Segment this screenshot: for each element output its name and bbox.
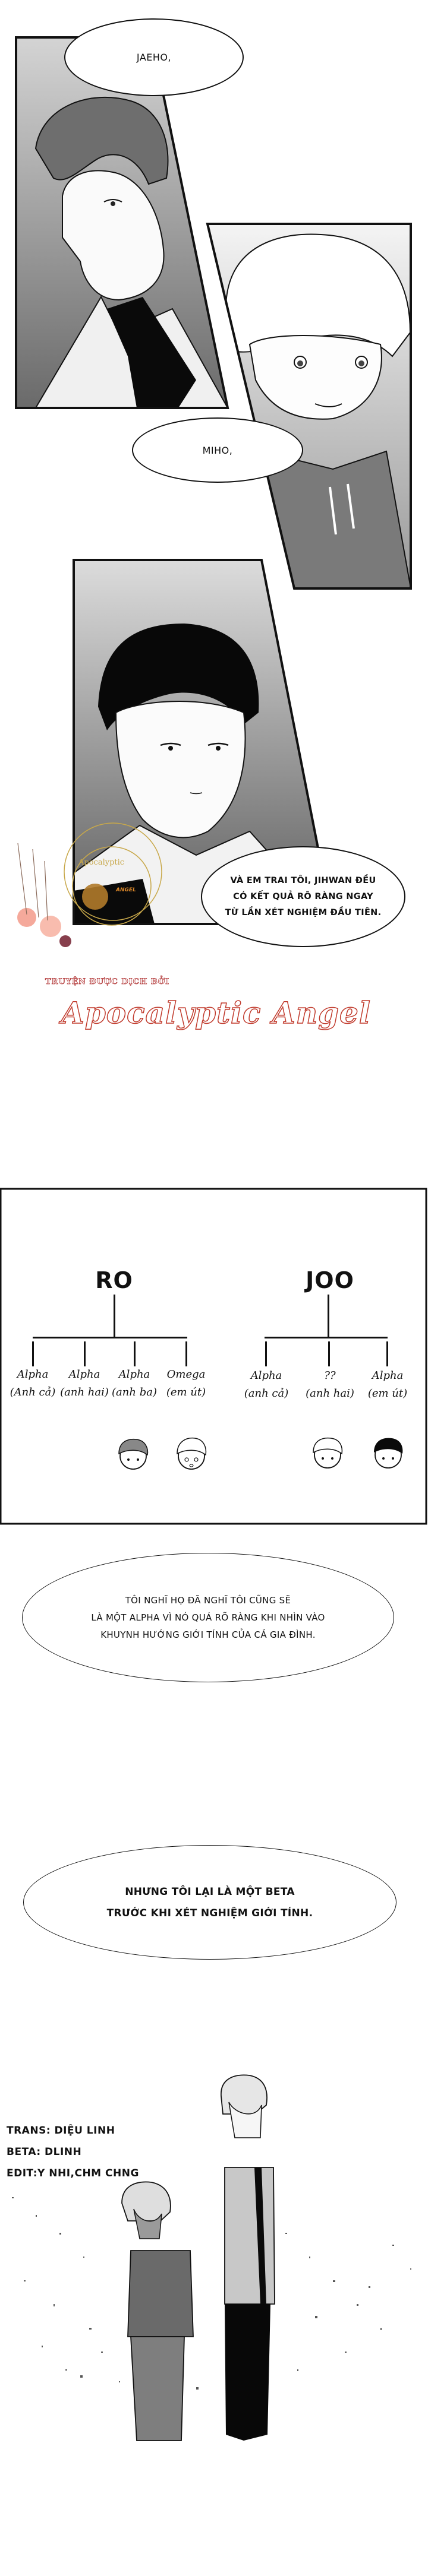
tree-branch xyxy=(265,1341,267,1366)
member-gender: Alpha xyxy=(68,1368,100,1381)
member-role: (em út) xyxy=(166,1386,206,1398)
tall-figure xyxy=(221,2074,275,2441)
family-tree-frame xyxy=(0,1188,427,1525)
watermark-badge-sub: ANGEL xyxy=(116,887,136,893)
member-label: Alpha (anh cả) xyxy=(244,1367,289,1403)
bubble-text-line-2: CÓ KẾT QUẢ RÕ RÀNG NGAY xyxy=(233,891,373,901)
tree-branch xyxy=(185,1341,187,1366)
bubble-text-line-2: LÀ MỘT ALPHA VÌ NÓ QUÁ RÕ RÀNG KHI NHÌN … xyxy=(91,1612,325,1623)
panel-1 xyxy=(15,36,229,409)
speech-bubble-thought: TÔI NGHĨ HỌ ĐÃ NGHĨ TÔI CŨNG SẼ LÀ MỘT A… xyxy=(22,1553,394,1682)
member-gender: ?? xyxy=(324,1369,336,1382)
tree-branch xyxy=(134,1341,136,1366)
member-label: Alpha (Anh cả) xyxy=(10,1366,56,1401)
member-role: (anh cả) xyxy=(244,1387,289,1400)
bubble-text: JAEHO, xyxy=(136,52,172,63)
bubble-text-line-2: TRƯỚC KHI XÉT NGHIỆM GIỚI TÍNH. xyxy=(106,1907,313,1919)
member-label: Alpha (em út) xyxy=(368,1367,407,1403)
speech-bubble-jaeho: JAEHO, xyxy=(64,18,244,96)
member-label: Alpha (anh hai) xyxy=(60,1366,109,1401)
speech-bubble-jihwan: VÀ EM TRAI TÔI, JIHWAN ĐỀU CÓ KẾT QUẢ RÕ… xyxy=(201,846,405,947)
member-role: (em út) xyxy=(367,1387,408,1400)
bubble-text: MIHO, xyxy=(202,444,233,456)
member-label: ?? (anh hai) xyxy=(306,1367,354,1403)
member-gender: Alpha xyxy=(372,1369,404,1382)
member-label: Alpha (anh ba) xyxy=(112,1366,157,1401)
bubble-text-line-1: NHƯNG TÔI LẠI LÀ MỘT BETA xyxy=(125,1885,295,1898)
panel-3 xyxy=(73,559,335,925)
credit-trans: TRANS: DIỆU LINH xyxy=(7,2125,115,2137)
short-figure xyxy=(121,2181,194,2441)
tree-bar-ro xyxy=(33,1337,187,1338)
speech-bubble-beta: NHƯNG TÔI LẠI LÀ MỘT BETA TRƯỚC KHI XÉT … xyxy=(23,1845,396,1960)
member-role: (anh ba) xyxy=(112,1386,157,1398)
bubble-text-line-1: TÔI NGHĨ HỌ ĐÃ NGHĨ TÔI CŨNG SẼ xyxy=(125,1594,291,1606)
bubble-text-line-3: KHUYNH HƯỚNG GIỚI TÍNH CỦA CẢ GIA ĐÌNH. xyxy=(100,1629,316,1640)
family-name-ro: RO xyxy=(95,1267,133,1293)
member-label: Omega (em út) xyxy=(166,1366,206,1401)
tree-stem-ro xyxy=(114,1295,115,1337)
chibi-jihwan xyxy=(374,1438,403,1469)
member-gender: Alpha xyxy=(17,1368,49,1381)
chibi-miho xyxy=(177,1437,207,1470)
tree-branch xyxy=(84,1341,86,1366)
chibi-heads xyxy=(118,1437,403,1470)
tree-branch xyxy=(32,1341,34,1366)
member-role: (anh hai) xyxy=(306,1387,354,1400)
member-gender: Alpha xyxy=(250,1369,282,1382)
watermark-group-name: Apocalyptic Angel xyxy=(61,995,371,1031)
family-name-joo: JOO xyxy=(306,1267,354,1293)
tree-stem-joo xyxy=(328,1295,329,1337)
tree-bar-joo xyxy=(265,1337,388,1338)
bubble-text-line-3: TỪ LẦN XÉT NGHIỆM ĐẦU TIÊN. xyxy=(225,907,382,917)
chibi-joo-second xyxy=(313,1437,343,1469)
bubble-text-line-1: VÀ EM TRAI TÔI, JIHWAN ĐỀU xyxy=(230,875,376,885)
watermark-credit-line: TRUYỆN ĐƯỢC DỊCH BỞI xyxy=(45,977,170,987)
credit-edit: EDIT:Y NHI,CHM CHNG xyxy=(7,2167,139,2179)
member-role: (anh hai) xyxy=(60,1386,109,1398)
member-gender: Omega xyxy=(166,1368,206,1381)
watermark-badge xyxy=(17,822,162,947)
panel-2 xyxy=(206,223,412,590)
tree-branch xyxy=(328,1341,330,1366)
member-gender: Alpha xyxy=(118,1368,150,1381)
chibi-jaeho xyxy=(118,1438,149,1470)
tree-branch xyxy=(386,1341,388,1366)
member-role: (Anh cả) xyxy=(10,1386,56,1398)
speech-bubble-miho: MIHO, xyxy=(132,417,303,483)
watermark-badge-text: Apocalyptic xyxy=(78,858,125,867)
scatter-particles xyxy=(12,2197,411,2390)
credit-beta: BETA: DLINH xyxy=(7,2146,82,2158)
